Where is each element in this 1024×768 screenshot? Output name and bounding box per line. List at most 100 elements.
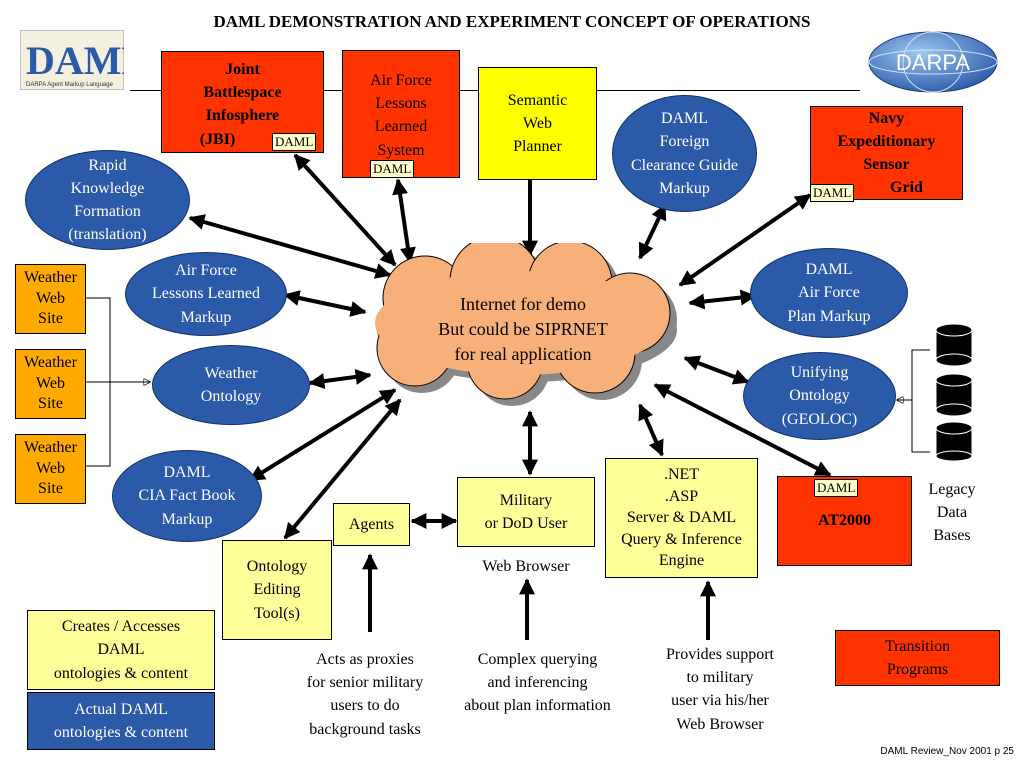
aflm-line-2: Lessons Learned xyxy=(152,285,260,303)
net-line-3: Server & DAML xyxy=(626,509,737,527)
cap-support-line-4: Web Browser xyxy=(676,715,764,733)
rkf-line-3: Formation xyxy=(74,203,141,220)
database-icon-1 xyxy=(935,323,973,367)
arrow-weather-cloud xyxy=(308,368,372,390)
ws3-line-2: Web xyxy=(36,459,65,477)
database-icon-2 xyxy=(935,373,973,417)
legend-creates-line-3: ontologies & content xyxy=(53,664,189,682)
node-navy-sensor-grid: Navy Expeditionary Sensor Grid xyxy=(810,106,963,200)
cloud-line-1: Internet for demo xyxy=(460,294,586,314)
node-weather-site-1: Weather Web Site xyxy=(15,264,86,334)
cia-line-2: CIA Fact Book xyxy=(138,487,236,505)
legacy-line-1: Legacy xyxy=(928,481,976,498)
legend-creates-line-1: Creates / Accesses xyxy=(61,618,181,636)
ws3-line-3: Site xyxy=(38,480,63,498)
node-unifying-ontology: Unifying Ontology (GEOLOC) xyxy=(743,352,896,440)
arrow-rapid-cloud xyxy=(188,214,392,279)
cap-query-line-1: Complex querying xyxy=(477,651,598,668)
rkf-line-4: (translation) xyxy=(68,226,147,244)
agents-line-1: Agents xyxy=(348,515,395,533)
cloud-line-2: But could be SIPRNET xyxy=(438,319,608,340)
oet-line-3: Tool(s) xyxy=(254,604,300,622)
legend-actual-line-2: ontologies & content xyxy=(53,724,189,741)
plan-line-3: Plan Markup xyxy=(787,307,871,325)
caption-support: Provides support to military user via hi… xyxy=(640,643,800,736)
aflls-line-3: Learned xyxy=(374,118,428,136)
arrow-at2000-cloud xyxy=(653,383,832,477)
net-line-2: .ASP xyxy=(664,487,699,505)
uo-line-2: Ontology xyxy=(789,387,850,405)
ws3-line-1: Weather xyxy=(24,438,77,456)
wo-line-2: Ontology xyxy=(200,388,262,405)
fcg-line-1: DAML xyxy=(660,110,709,128)
aflls-line-2: Lessons xyxy=(375,95,427,113)
uo-line-1: Unifying xyxy=(790,364,849,382)
node-cia-factbook: DAML CIA Fact Book Markup xyxy=(112,450,262,542)
mu-line-1: Military xyxy=(499,491,553,509)
cap-support-line-3: user via his/her xyxy=(671,692,769,710)
cap-agents-line-2: for senior military xyxy=(306,674,424,692)
mu-line-2: or DoD User xyxy=(484,515,568,532)
legend-transition: Transition Programs xyxy=(835,630,1000,686)
arrow-ontology-tool-cloud xyxy=(283,398,402,540)
legend-creates-line-2: DAML xyxy=(97,641,145,659)
node-military-user: Military or DoD User xyxy=(457,477,595,547)
cap-query-line-2: and inferencing xyxy=(487,674,588,692)
cap-support-line-1: Provides support xyxy=(666,646,774,663)
legacy-line-2: Data xyxy=(936,504,968,522)
plan-line-2: Air Force xyxy=(798,284,860,302)
arrow-aflm-cloud xyxy=(283,290,367,317)
legacy-bracket xyxy=(911,349,930,453)
jbi-line-3: Infosphere xyxy=(205,107,280,125)
footer-page-info: DAML Review_Nov 2001 p 25 xyxy=(880,746,1014,757)
arrow-navy-cloud xyxy=(678,193,812,287)
cia-line-3: Markup xyxy=(161,510,213,528)
at2000-line-1: AT2000 xyxy=(817,512,872,530)
node-af-lessons-system: Air Force Lessons Learned System xyxy=(342,50,460,178)
ws2-line-3: Site xyxy=(38,395,63,413)
at2000-daml-tag: DAML xyxy=(814,479,859,497)
darpa-logo: DARPA xyxy=(866,30,1000,94)
cap-agents-line-4: background tasks xyxy=(309,720,421,738)
caption-querying: Complex querying and inferencing about p… xyxy=(440,648,635,718)
arrow-foreign-cloud xyxy=(638,203,667,260)
darpa-globe-icon: DARPA xyxy=(868,31,998,93)
node-semantic-web-planner: Semantic Web Planner xyxy=(478,67,597,180)
page-title: DAML DEMONSTRATION AND EXPERIMENT CONCEP… xyxy=(213,12,811,31)
node-af-lessons-markup: Air Force Lessons Learned Markup xyxy=(125,252,287,336)
navy-line-1: Navy xyxy=(868,109,905,127)
darpa-logo-text: DARPA xyxy=(896,50,970,75)
fcg-line-4: Markup xyxy=(659,179,710,197)
node-weather-site-2: Weather Web Site xyxy=(15,349,86,419)
cloud-label: Internet for demo But could be SIPRNET f… xyxy=(388,292,658,368)
node-af-plan-markup: DAML Air Force Plan Markup xyxy=(750,248,908,338)
node-weather-site-3: Weather Web Site xyxy=(15,434,86,504)
jbi-daml-tag: DAML xyxy=(272,133,317,151)
planner-line-2: Web xyxy=(523,114,552,132)
uo-line-3: (GEOLOC) xyxy=(781,410,858,428)
legacy-database-icons xyxy=(935,323,973,462)
ws2-line-2: Web xyxy=(36,374,65,392)
navy-line-2: Expeditionary xyxy=(837,132,936,150)
legend-actual: Actual DAML ontologies & content xyxy=(27,692,215,750)
legend-actual-line-1: Actual DAML xyxy=(74,700,168,718)
cloud-line-3: for real application xyxy=(454,344,592,365)
cia-line-1: DAML xyxy=(163,464,211,482)
navy-line-3: Sensor xyxy=(863,156,910,173)
arrow-aflls-cloud xyxy=(392,178,416,264)
aflm-line-1: Air Force xyxy=(175,262,237,280)
cap-agents-line-1: Acts as proxies xyxy=(316,651,414,668)
legend-creates: Creates / Accesses DAML ontologies & con… xyxy=(27,610,215,690)
web-browser-label: Web Browser xyxy=(482,558,570,575)
jbi-line-2: Battlespace xyxy=(203,84,282,102)
navy-daml-tag: DAML xyxy=(810,184,855,202)
jbi-line-4: (JBI) xyxy=(199,130,236,148)
database-icon-3 xyxy=(935,421,973,462)
planner-line-3: Planner xyxy=(513,138,562,156)
jbi-line-1: Joint xyxy=(225,61,260,78)
legacy-label: Legacy Data Bases xyxy=(912,478,992,548)
aflm-line-3: Markup xyxy=(180,308,232,326)
net-line-1: .NET xyxy=(663,466,700,484)
cap-agents-line-3: users to do xyxy=(330,697,400,715)
legend-transition-line-2: Programs xyxy=(886,661,949,678)
